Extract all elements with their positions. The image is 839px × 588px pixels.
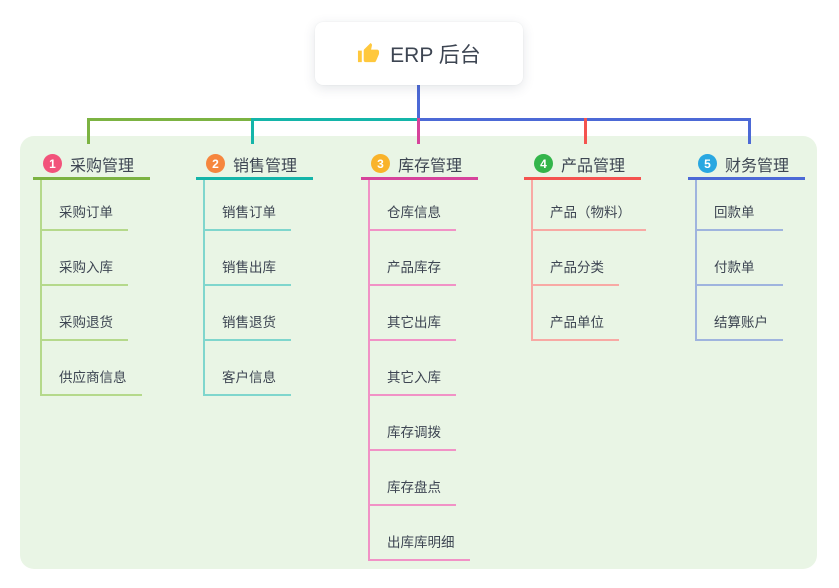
child-node[interactable]: 其它出库: [370, 286, 456, 341]
child-node[interactable]: 采购退货: [42, 286, 128, 341]
branch-node[interactable]: 4 产品管理: [524, 150, 641, 180]
child-node[interactable]: 仓库信息: [370, 180, 456, 231]
branch-label: 销售管理: [233, 157, 298, 175]
branch: 5 财务管理 回款单付款单结算账户: [688, 150, 805, 341]
child-node[interactable]: 库存调拨: [370, 396, 456, 451]
branch-label: 财务管理: [725, 157, 790, 175]
child-node[interactable]: 产品（物料）: [533, 180, 646, 231]
child-node[interactable]: 销售退货: [205, 286, 291, 341]
branch-node[interactable]: 3 库存管理: [361, 150, 478, 180]
child-node[interactable]: 付款单: [697, 231, 783, 286]
child-node[interactable]: 采购订单: [42, 180, 128, 231]
mindmap-canvas: [20, 136, 817, 569]
branch: 2 销售管理 销售订单销售出库销售退货客户信息: [196, 150, 313, 396]
connector-line: [252, 118, 419, 121]
child-node[interactable]: 库存盘点: [370, 451, 456, 506]
branch-number-badge: 5: [698, 154, 717, 173]
branch-number-badge: 2: [206, 154, 225, 173]
child-node[interactable]: 产品单位: [533, 286, 619, 341]
branch: 4 产品管理 产品（物料）产品分类产品单位: [524, 150, 646, 341]
branch-number-badge: 1: [43, 154, 62, 173]
child-node[interactable]: 客户信息: [205, 341, 291, 396]
branch-children: 销售订单销售出库销售退货客户信息: [203, 180, 313, 396]
child-node[interactable]: 销售出库: [205, 231, 291, 286]
child-node[interactable]: 供应商信息: [42, 341, 142, 396]
branch-children: 采购订单采购入库采购退货供应商信息: [40, 180, 150, 396]
connector-line: [87, 118, 254, 121]
thumbs-up-icon: [358, 42, 380, 63]
connector-line: [251, 118, 254, 144]
branch: 1 采购管理 采购订单采购入库采购退货供应商信息: [33, 150, 150, 396]
branch-node[interactable]: 1 采购管理: [33, 150, 150, 180]
branch-children: 回款单付款单结算账户: [695, 180, 805, 341]
child-node[interactable]: 采购入库: [42, 231, 128, 286]
child-node[interactable]: 产品库存: [370, 231, 456, 286]
root-label: ERP 后台: [390, 43, 481, 67]
connector-line: [417, 118, 420, 144]
branch-node[interactable]: 5 财务管理: [688, 150, 805, 180]
branch: 3 库存管理 仓库信息产品库存其它出库其它入库库存调拨库存盘点出库库明细: [361, 150, 478, 561]
branch-number-badge: 4: [534, 154, 553, 173]
branch-children: 仓库信息产品库存其它出库其它入库库存调拨库存盘点出库库明细: [368, 180, 478, 561]
connector-line: [87, 118, 90, 144]
connector-line: [748, 118, 751, 144]
branch-node[interactable]: 2 销售管理: [196, 150, 313, 180]
child-node[interactable]: 结算账户: [697, 286, 783, 341]
child-node[interactable]: 出库库明细: [370, 506, 470, 561]
branch-number-badge: 3: [371, 154, 390, 173]
branch-children: 产品（物料）产品分类产品单位: [531, 180, 646, 341]
connector-line: [417, 85, 420, 118]
child-node[interactable]: 其它入库: [370, 341, 456, 396]
branch-label: 产品管理: [561, 157, 626, 175]
root-node[interactable]: ERP 后台: [315, 22, 523, 85]
child-node[interactable]: 销售订单: [205, 180, 291, 231]
branch-label: 库存管理: [398, 157, 463, 175]
connector-line: [584, 118, 587, 144]
child-node[interactable]: 产品分类: [533, 231, 619, 286]
child-node[interactable]: 回款单: [697, 180, 783, 231]
branch-label: 采购管理: [70, 157, 135, 175]
